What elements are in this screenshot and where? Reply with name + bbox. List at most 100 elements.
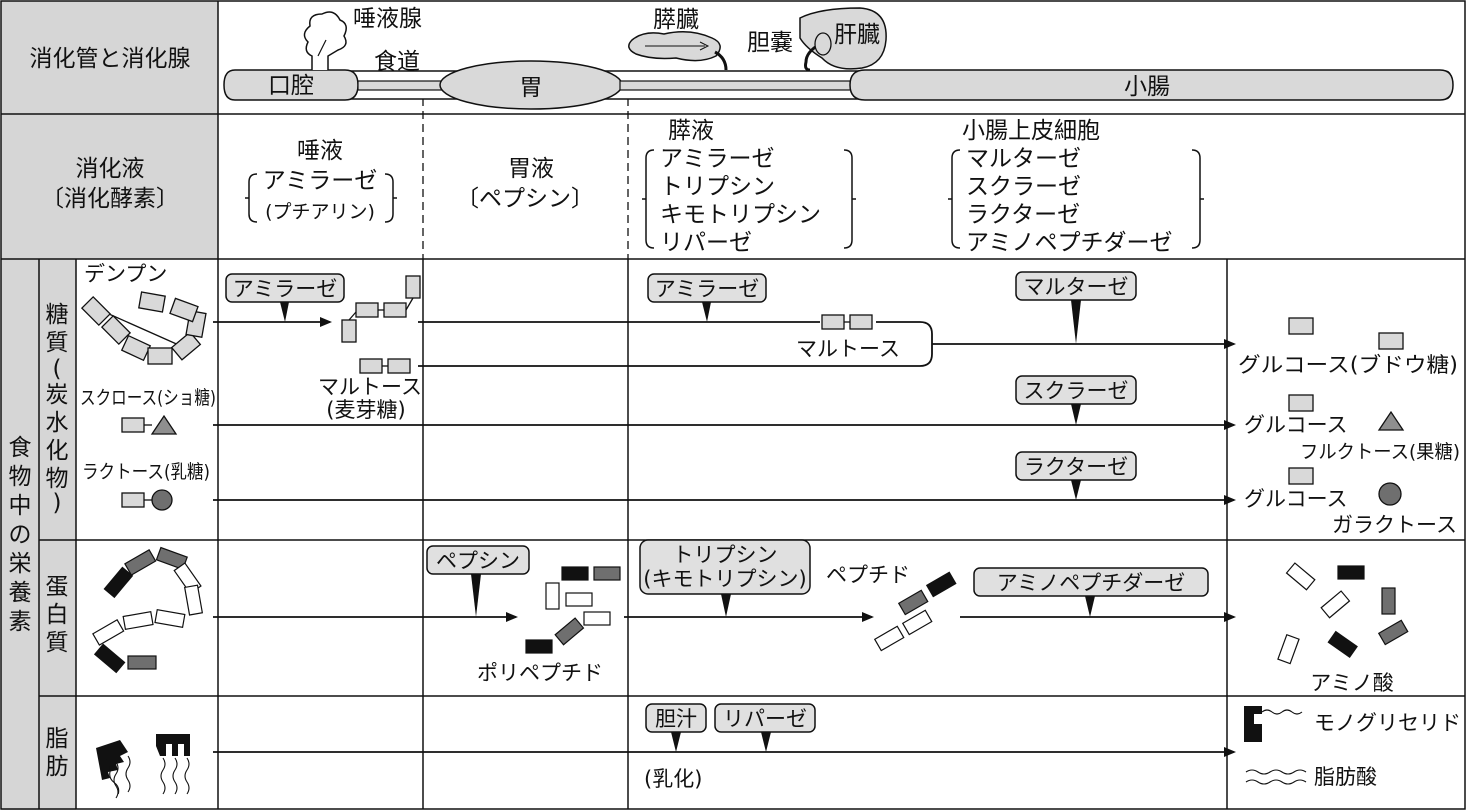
svg-text:マルターゼ: マルターゼ — [966, 146, 1081, 172]
flow-lines — [213, 317, 1236, 757]
monoglyceride-molecule — [1244, 706, 1303, 742]
enzyme-tag-trypsin: トリプシン (キモトリプシン) — [639, 539, 811, 617]
svg-text:食: 食 — [9, 435, 32, 461]
svg-text:水: 水 — [46, 410, 69, 436]
svg-text:(プチアリン): (プチアリン) — [265, 201, 375, 223]
sucrose-label: スクロース(ショ糖) — [80, 387, 216, 409]
peptide-label: ペプチド — [826, 563, 910, 587]
maltose-molecule-1 — [359, 358, 411, 374]
product-molecules-carbs — [1288, 317, 1405, 506]
section-dashes — [422, 85, 629, 259]
svg-text:アミノペプチダーゼ: アミノペプチダーゼ — [966, 230, 1173, 256]
salivary-gland-label: 唾液腺 — [353, 6, 422, 32]
svg-text:胆汁: 胆汁 — [655, 707, 697, 731]
polypeptide-fragment — [525, 566, 621, 654]
svg-text:トリプシン: トリプシン — [673, 543, 778, 567]
svg-text:膵液: 膵液 — [668, 118, 714, 144]
svg-text:蛋: 蛋 — [46, 574, 69, 600]
mouth-shape — [223, 69, 359, 101]
svg-text:リパーゼ: リパーゼ — [660, 230, 752, 256]
svg-text:ラクターゼ: ラクターゼ — [966, 202, 1080, 228]
fluid-header-bg — [1, 114, 218, 259]
svg-text:素: 素 — [9, 609, 32, 635]
esophagus-label: 食道 — [374, 49, 420, 75]
fluid-header-line2: 〔消化酵素〕 — [41, 186, 179, 212]
svg-text:糖: 糖 — [46, 302, 69, 328]
svg-text:): ) — [53, 490, 62, 516]
svg-text:〔ペプシン〕: 〔ペプシン〕 — [456, 186, 594, 212]
protein-chain — [92, 546, 204, 674]
svg-text:胃液: 胃液 — [508, 156, 554, 182]
svg-text:アミラーゼ: アミラーゼ — [660, 146, 775, 172]
pancreatic-block: 膵液 アミラーゼ トリプシン キモトリプシン リパーゼ — [642, 118, 856, 256]
lactose-molecule — [121, 489, 173, 511]
stomach-label: 胃 — [520, 75, 543, 101]
liver-label: 肝臓 — [834, 22, 880, 48]
glucose-label-1: グルコース(ブドウ糖) — [1238, 353, 1458, 377]
intestinal-block: 小腸上皮細胞 マルターゼ スクラーゼ ラクターゼ アミノペプチダーゼ — [948, 118, 1204, 256]
small-intestine-label: 小腸 — [1124, 74, 1170, 100]
maltose-molecule-2 — [821, 314, 873, 330]
svg-text:化: 化 — [46, 438, 69, 464]
fatty-acid-molecule — [1245, 769, 1307, 785]
polypeptide-label: ポリペプチド — [477, 661, 603, 685]
small-intestine-shape — [849, 69, 1454, 101]
emulsify-label: (乳化) — [644, 767, 702, 791]
svg-text:栄: 栄 — [9, 551, 32, 577]
maltose-label-2: (麦芽糖) — [326, 398, 405, 422]
category-header-bg — [39, 259, 76, 810]
pancreas-label: 膵臓 — [653, 7, 699, 33]
enzyme-tag-maltase: マルターゼ — [1015, 271, 1137, 344]
svg-text:アミノペプチダーゼ: アミノペプチダーゼ — [997, 571, 1186, 595]
sucrose-molecule — [121, 414, 178, 435]
svg-text:トリプシン: トリプシン — [660, 174, 775, 200]
svg-text:アミラーゼ: アミラーゼ — [263, 168, 378, 194]
svg-text:マルターゼ: マルターゼ — [1024, 275, 1129, 299]
svg-text:唾液: 唾液 — [297, 138, 343, 164]
glucose-label-3: グルコース — [1244, 487, 1348, 511]
svg-text:スクラーゼ: スクラーゼ — [1024, 379, 1129, 403]
saliva-block: 唾液 アミラーゼ (プチアリン) — [245, 138, 397, 223]
amino-acid-molecules — [1277, 562, 1409, 665]
mouth-label: 口腔 — [268, 73, 314, 99]
svg-text:養: 養 — [9, 580, 32, 606]
digestive-tract — [223, 7, 1454, 110]
nutrient-header: 食 物 中 の 栄 養 素 — [9, 435, 32, 635]
starch-chain — [80, 291, 207, 365]
enzyme-tag-sucrase: スクラーゼ — [1015, 375, 1137, 425]
gallbladder-shape — [814, 32, 832, 56]
svg-text:アミラーゼ: アミラーゼ — [233, 277, 338, 301]
fatty-acid-label: 脂肪酸 — [1314, 765, 1377, 789]
enzyme-tag-aminopeptidase: アミノペプチダーゼ — [973, 567, 1209, 617]
svg-text:ペプシン: ペプシン — [436, 549, 520, 573]
dextrin-fragment — [341, 275, 421, 343]
canal-header-bg — [1, 1, 218, 114]
svg-text:(キモトリプシン): (キモトリプシン) — [643, 567, 806, 591]
svg-text:(: ( — [53, 356, 62, 382]
svg-text:キモトリプシン: キモトリプシン — [660, 202, 821, 228]
enzyme-tag-pepsin: ペプシン — [426, 545, 530, 617]
gastric-block: 胃液 〔ペプシン〕 — [456, 156, 594, 212]
svg-text:アミラーゼ: アミラーゼ — [655, 277, 760, 301]
fluid-header-line1: 消化液 — [76, 156, 145, 182]
canal-header: 消化管と消化腺 — [30, 46, 191, 72]
svg-text:の: の — [9, 522, 32, 548]
svg-text:脂: 脂 — [46, 726, 69, 752]
svg-text:中: 中 — [9, 493, 32, 519]
svg-text:炭: 炭 — [46, 382, 69, 408]
svg-text:小腸上皮細胞: 小腸上皮細胞 — [962, 118, 1100, 144]
peptide-fragment — [873, 571, 957, 652]
svg-text:スクラーゼ: スクラーゼ — [966, 174, 1081, 200]
enzyme-tag-amylase-saliva: アミラーゼ — [225, 273, 345, 322]
glucose-label-2: グルコース — [1244, 413, 1348, 437]
triglyceride-1 — [96, 740, 131, 799]
svg-text:質: 質 — [46, 330, 69, 356]
fructose-label: フルクトース(果糖) — [1300, 441, 1460, 463]
amino-acid-label: アミノ酸 — [1310, 671, 1394, 695]
fat-label: 脂 肪 — [46, 726, 69, 780]
galactose-label: ガラクトース — [1332, 513, 1457, 537]
svg-text:リパーゼ: リパーゼ — [723, 707, 807, 731]
carbs-label: 糖 質 ( 炭 水 化 物 ) — [46, 302, 69, 516]
